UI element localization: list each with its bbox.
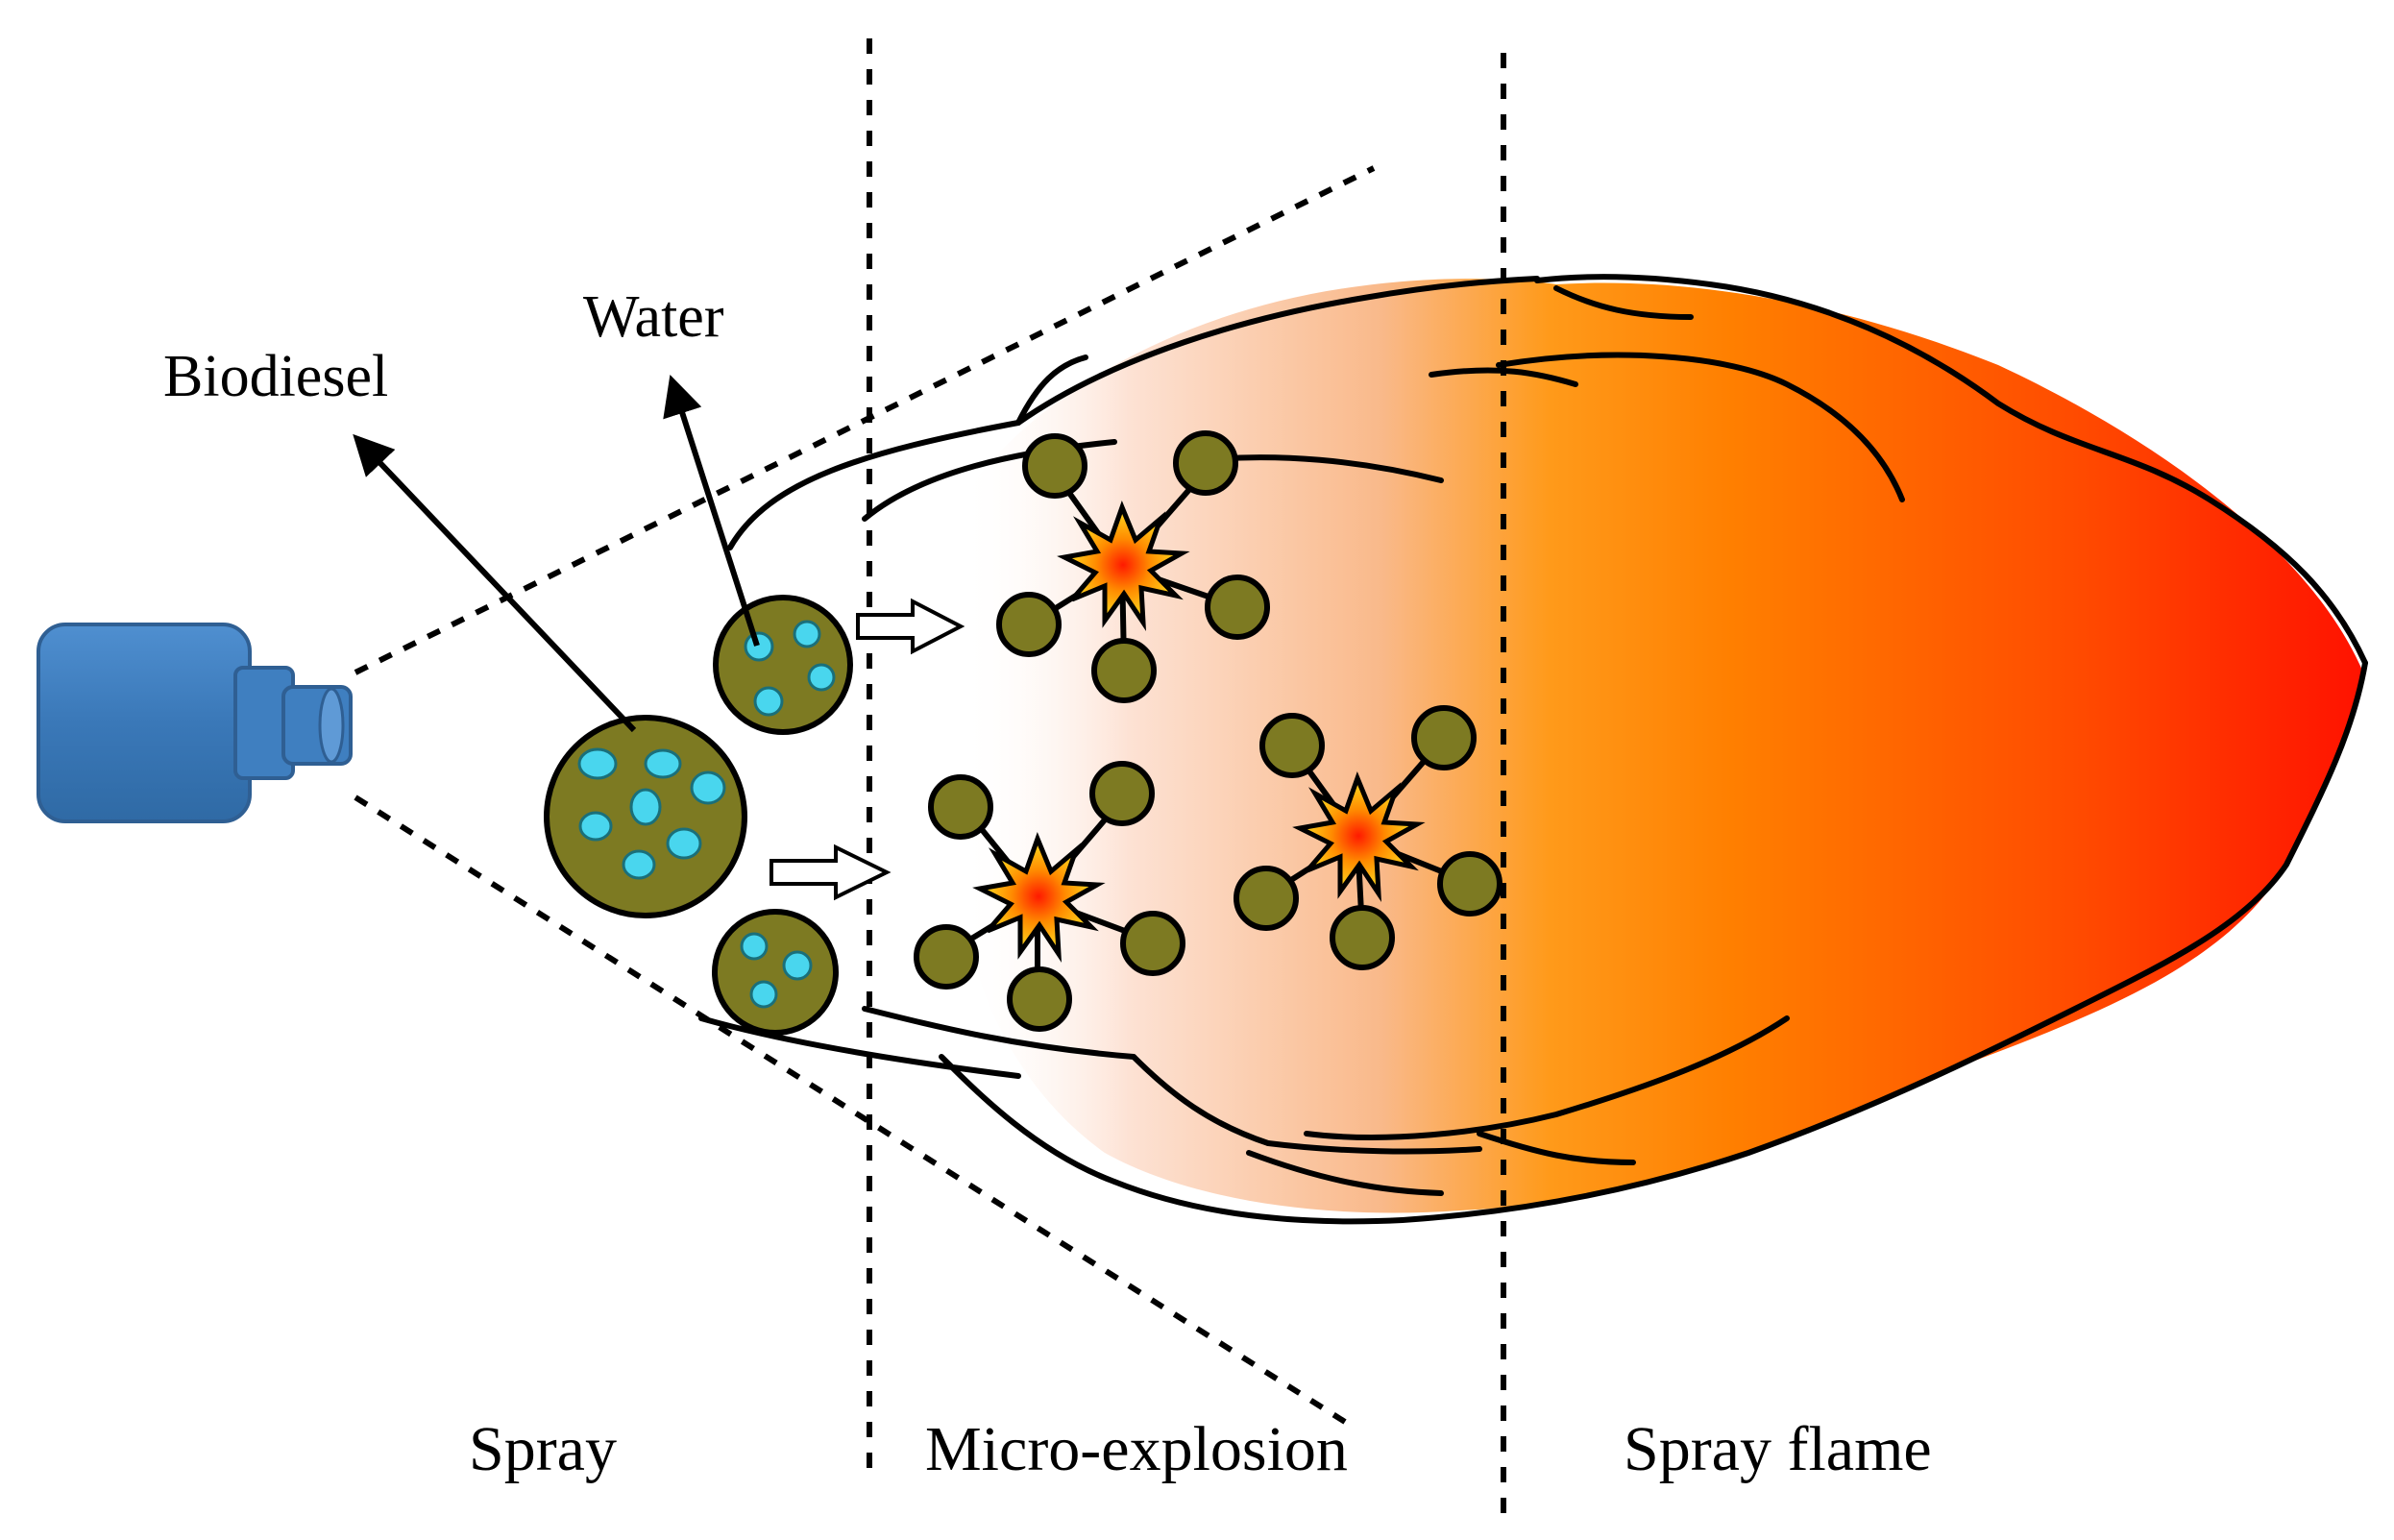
biodiesel-label: Biodiesel <box>163 344 388 409</box>
flame-outline <box>939 274 2368 1225</box>
emulsion-droplet-bottom <box>712 909 839 1036</box>
micro-explosion-burst <box>1234 705 1502 970</box>
micro-explosion-zone-label: Micro-explosion <box>925 1414 1348 1484</box>
micro-explosion-burst <box>996 430 1270 703</box>
water-pointer-arrow <box>663 375 760 647</box>
micro-explosion-burst <box>914 761 1185 1032</box>
water-label: Water <box>583 284 724 350</box>
hollow-arrow-icon <box>770 843 892 901</box>
zone-dividers <box>867 38 1506 1518</box>
spray-envelope <box>698 354 1482 1155</box>
emulsion-droplet-large <box>544 715 747 918</box>
spray-zone-label: Spray <box>469 1414 617 1484</box>
flame-body <box>944 279 2363 1213</box>
spray-flame-zone-label: Spray flame <box>1624 1414 1932 1484</box>
hollow-arrow-icon <box>856 598 965 655</box>
biodiesel-pointer-arrow <box>353 433 637 733</box>
injector-nozzle-icon <box>37 623 353 823</box>
emulsion-droplet-top <box>713 595 853 735</box>
spray-cone <box>354 165 1376 1425</box>
